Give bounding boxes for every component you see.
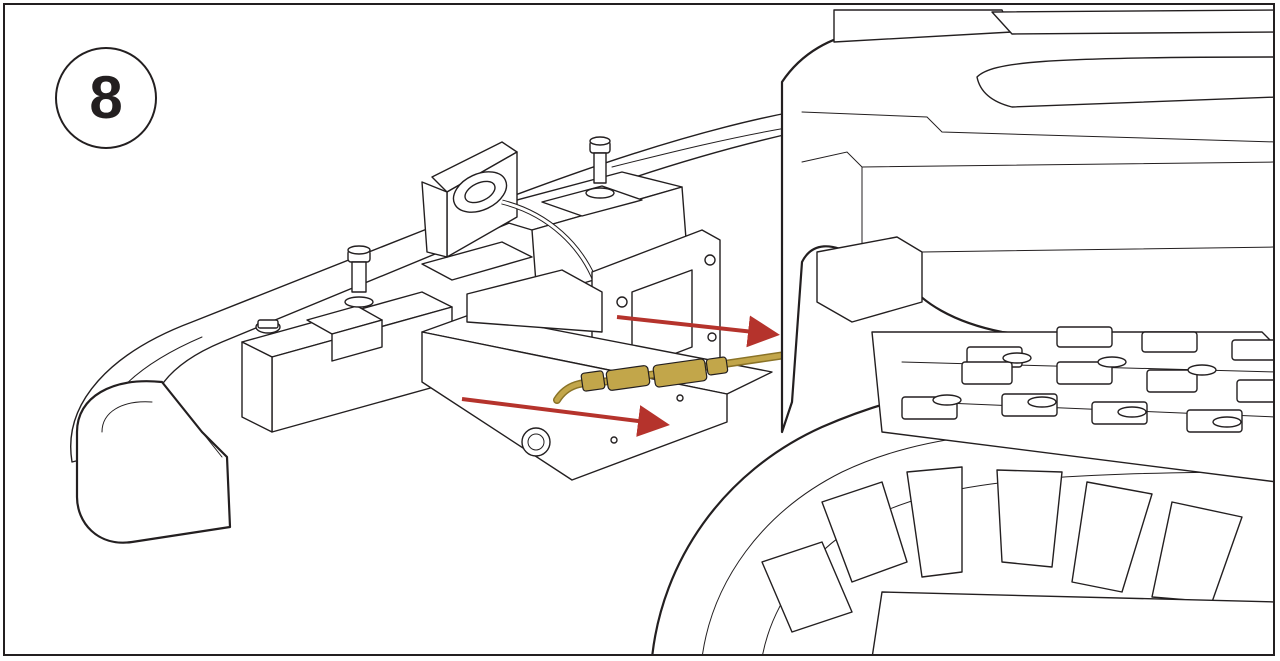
cap-screw-right xyxy=(585,136,615,199)
hose-fitting-4 xyxy=(705,356,729,376)
track-bolt-holes xyxy=(932,352,1242,428)
rear-mounting-block xyxy=(241,291,453,433)
direction-arrow-lower xyxy=(461,397,670,437)
hose-fitting-2 xyxy=(605,365,651,391)
hose-fitting-3 xyxy=(652,358,708,388)
sensor-bracket xyxy=(421,141,518,258)
step-number-badge: 8 xyxy=(55,47,157,149)
hose-fitting-1 xyxy=(580,370,606,392)
assembly-illustration xyxy=(70,9,1273,654)
machine-body xyxy=(780,9,1273,434)
track-sprocket xyxy=(761,466,1273,654)
cap-screw-left xyxy=(344,245,374,308)
track-cleat-row-2 xyxy=(961,361,1273,403)
hose-assembly xyxy=(553,350,796,404)
instruction-panel: 8 xyxy=(3,3,1275,656)
cap-screw-small xyxy=(255,319,281,334)
middle-carriage xyxy=(421,171,688,298)
arm-end-cap xyxy=(75,380,232,544)
direction-arrow-upper xyxy=(616,315,780,348)
step-number: 8 xyxy=(89,64,123,131)
